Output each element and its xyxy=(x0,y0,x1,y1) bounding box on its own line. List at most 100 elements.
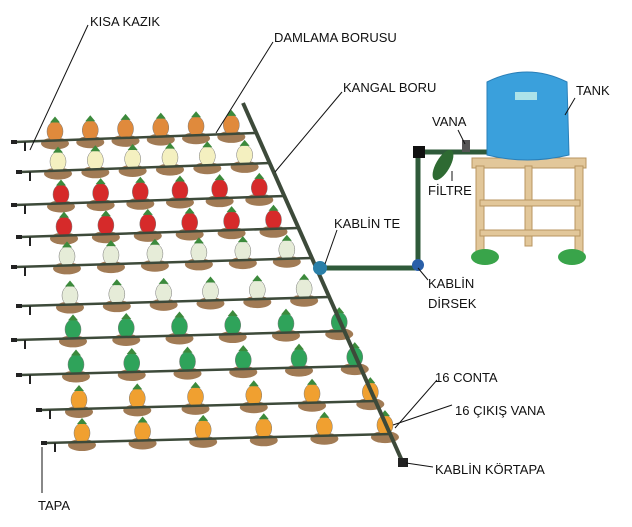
orange-pepper-plant xyxy=(134,421,151,442)
plant-leaves xyxy=(90,145,101,152)
tomato-plant xyxy=(265,209,282,231)
drip-pipe-damlama-borusu xyxy=(19,226,299,239)
carrot-plant xyxy=(187,115,205,137)
plant-leaves xyxy=(53,146,63,153)
end-cap-tapa xyxy=(11,203,17,207)
green-pepper-plant xyxy=(67,354,85,375)
plant-leaves xyxy=(120,113,131,120)
kablin-dirsek-fitting xyxy=(412,259,424,271)
elbow-fitting xyxy=(413,146,425,158)
tomato-plant xyxy=(139,213,157,235)
tank-logo xyxy=(515,92,537,100)
end-cap-tapa xyxy=(16,235,22,239)
green-pepper-plant xyxy=(290,348,308,369)
label-kablin-kortapa: KABLİN KÖRTAPA xyxy=(435,462,545,477)
label-kablin-dirsek-line2: DİRSEK xyxy=(428,296,477,311)
plant-leaves xyxy=(191,111,202,118)
green-pepper-plant xyxy=(123,352,141,374)
end-cap-tapa xyxy=(16,170,22,174)
plant-leaves xyxy=(238,345,249,352)
cabbage-plant xyxy=(58,246,76,267)
plant-leaves xyxy=(65,280,75,287)
green-pepper-plant xyxy=(117,317,135,339)
cabbage-plant xyxy=(249,279,266,301)
onion-plant xyxy=(236,144,253,166)
label-filtre: FİLTRE xyxy=(428,183,472,198)
label-vana: VANA xyxy=(432,114,467,129)
orange-pepper-plant xyxy=(129,388,146,409)
onion-plant xyxy=(124,148,141,170)
plant-leaves xyxy=(214,174,225,181)
tank-stand xyxy=(471,157,587,259)
orange-pepper-plant xyxy=(187,386,204,408)
plant-leaves xyxy=(174,175,185,182)
label-16-conta: 16 CONTA xyxy=(435,370,498,385)
tomato-plant xyxy=(171,180,189,201)
plant-leaves xyxy=(193,237,204,244)
green-pepper-plant xyxy=(224,314,241,336)
tomato-plant xyxy=(92,182,109,204)
cabbage-plant xyxy=(190,242,208,263)
cabbage-plant xyxy=(61,285,79,306)
plant-leaves xyxy=(252,275,263,282)
plant-leaves xyxy=(248,380,259,387)
valve-fitting xyxy=(462,140,470,152)
cabbage-plant xyxy=(278,239,296,261)
drip-pipe-damlama-borusu xyxy=(14,131,257,144)
plant-leaves xyxy=(198,414,209,421)
green-pepper-plant xyxy=(64,319,82,340)
plant-leaves xyxy=(56,179,66,186)
tomato-plant xyxy=(97,214,115,236)
label-16-cikis-vana: 16 ÇIKIŞ VANA xyxy=(455,403,546,418)
onion-plant xyxy=(199,145,216,167)
plant-leaves xyxy=(59,211,69,218)
cabbage-plant xyxy=(295,278,313,299)
onion-plant xyxy=(49,151,67,172)
green-pepper-plant xyxy=(277,313,295,334)
drip-pipe-damlama-borusu xyxy=(19,295,330,308)
green-pepper-plant xyxy=(235,349,252,371)
filter-fitting xyxy=(432,149,454,181)
drip-pipe-damlama-borusu xyxy=(19,364,360,377)
tomato-plant xyxy=(52,184,70,205)
plant-leaves xyxy=(155,112,166,119)
plant-leaves xyxy=(239,139,250,146)
plant-leaves xyxy=(182,346,193,353)
orange-pepper-plant xyxy=(316,416,333,437)
plant-leaves xyxy=(132,383,143,390)
plant-leaves xyxy=(68,314,78,321)
kablin-te-fitting xyxy=(313,261,327,275)
tomato-plant xyxy=(251,177,268,199)
drip-pipe-damlama-borusu xyxy=(19,161,270,174)
plant-leaves xyxy=(95,178,106,185)
plant-leaves xyxy=(126,348,137,355)
plant-leaves xyxy=(254,172,265,179)
tomato-plant xyxy=(132,181,149,203)
water-tank xyxy=(486,71,570,161)
end-cap-tapa xyxy=(41,441,47,445)
drip-pipe-damlama-borusu xyxy=(39,399,376,412)
cabbage-plant xyxy=(202,281,219,302)
plant-leaves xyxy=(226,206,237,213)
plant-leaves xyxy=(307,378,318,385)
plant-leaves xyxy=(190,381,201,388)
stand-foot xyxy=(558,249,586,265)
plant-leaves xyxy=(205,276,216,283)
cabbage-plant xyxy=(234,240,252,262)
cabbage-plant xyxy=(146,243,164,265)
orange-pepper-plant xyxy=(255,418,273,439)
plant-leaves xyxy=(100,210,111,217)
plant-leaves xyxy=(121,312,132,319)
plant-leaves xyxy=(294,343,305,350)
carrot-plant xyxy=(46,121,64,142)
plant-leaves xyxy=(319,411,330,418)
tomato-plant xyxy=(223,210,240,232)
plant-leaves xyxy=(227,310,238,317)
end-cap-tapa xyxy=(16,304,22,308)
plant-leaves xyxy=(135,176,146,183)
plant-leaves xyxy=(226,109,237,116)
plant-leaves xyxy=(142,208,153,215)
label-kisa-kazik: KISA KAZIK xyxy=(90,14,161,29)
kablin-kortapa-fitting xyxy=(398,458,408,467)
